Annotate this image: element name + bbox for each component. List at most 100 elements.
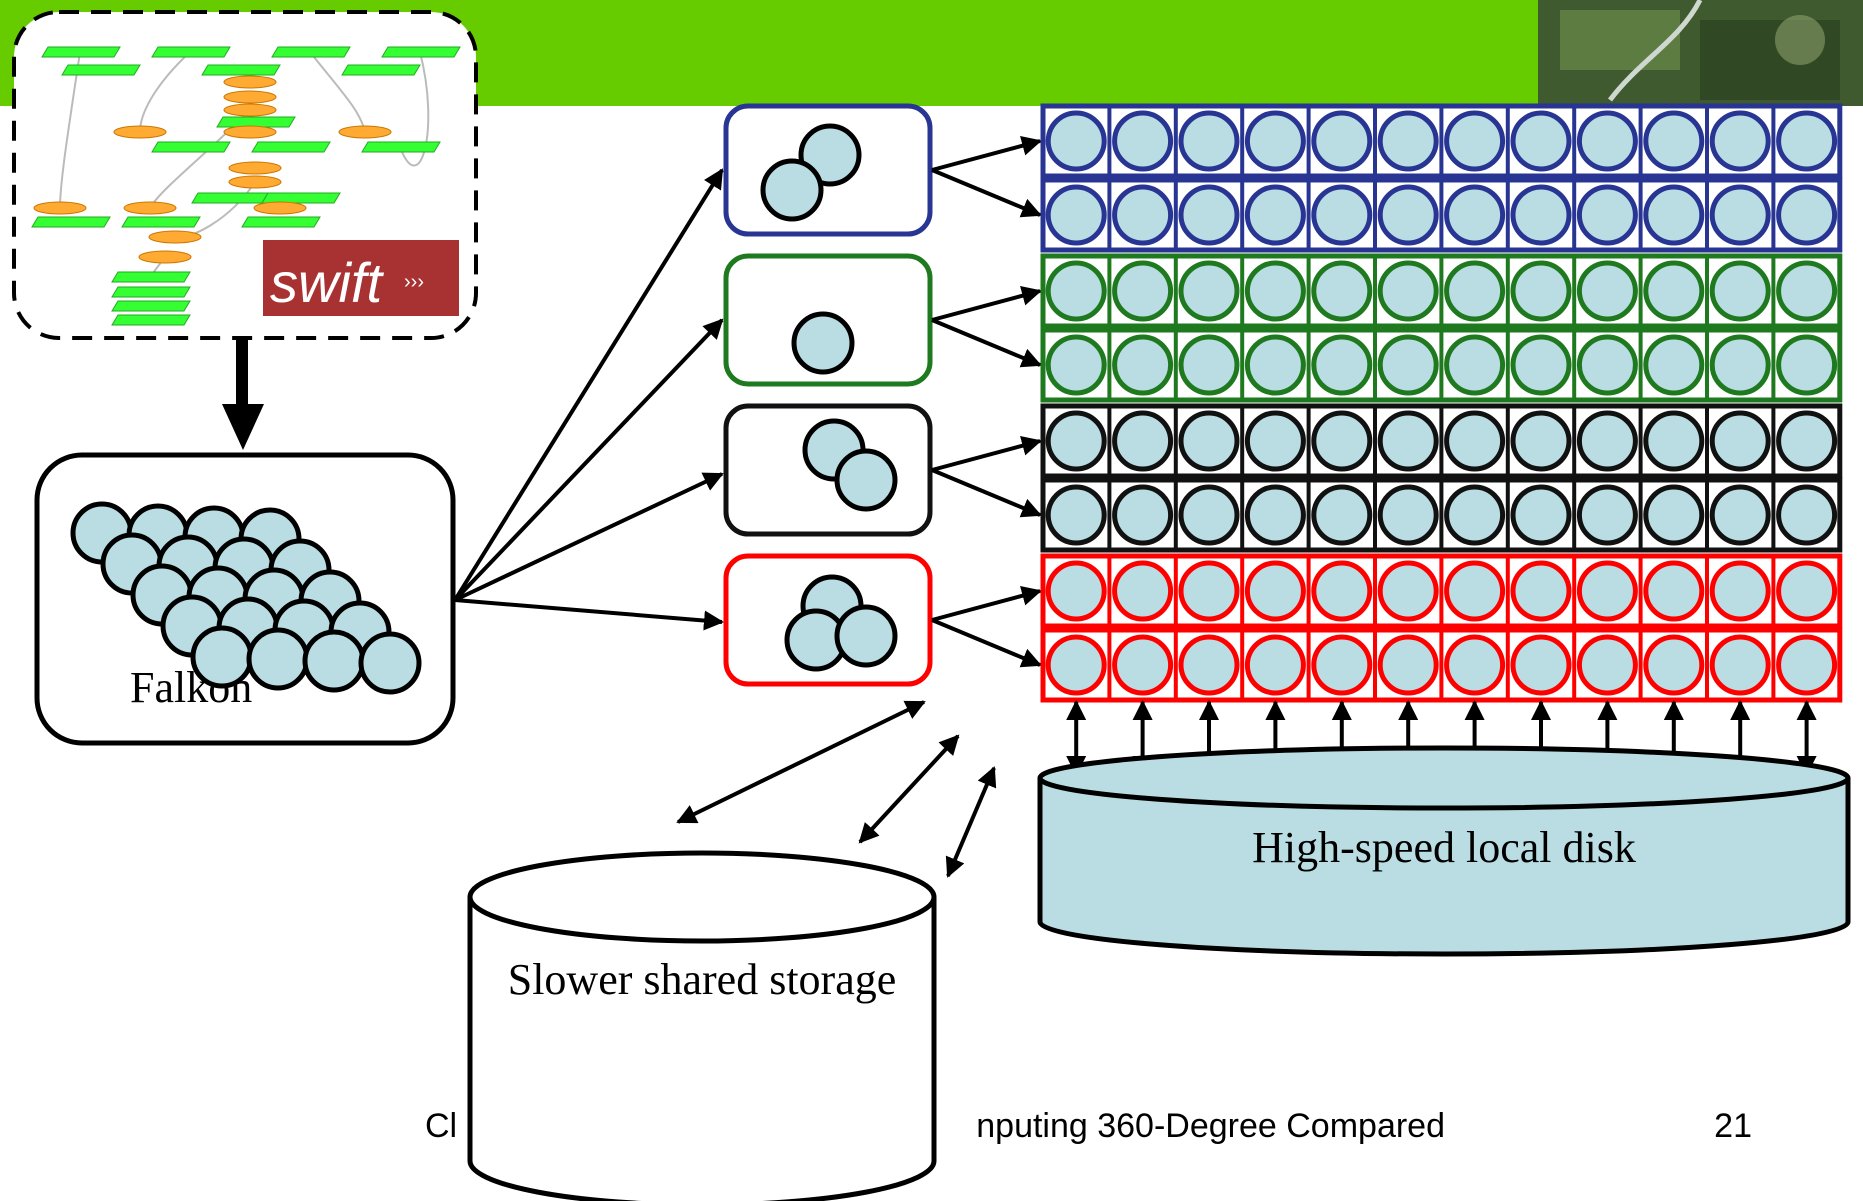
node-core-circle — [1444, 110, 1506, 172]
node-arrow — [931, 586, 1042, 622]
node-core-circle — [1112, 334, 1174, 396]
node-core-circle — [1377, 184, 1439, 246]
workflow-task-node — [121, 216, 201, 228]
node-core-circle — [1178, 110, 1240, 172]
node-core-circle — [1576, 484, 1638, 546]
workflow-task-node — [111, 300, 191, 312]
shared-storage-label: Slower shared storage — [508, 955, 897, 1004]
node-core-circle — [1643, 410, 1705, 472]
node-core-circle — [1045, 560, 1107, 622]
workflow-task-node — [61, 64, 141, 76]
node-core-circle — [1178, 484, 1240, 546]
workflow-data-node — [253, 201, 307, 215]
node-core-circle — [1112, 634, 1174, 696]
workflow-task-node — [361, 141, 441, 153]
workflow-data-node — [223, 75, 277, 89]
node-core-circle — [1510, 410, 1572, 472]
falkon-core-circle — [246, 627, 310, 691]
workflow-task-node — [341, 64, 421, 76]
workflow-task-node — [241, 216, 321, 228]
dispatch-arrow — [453, 318, 724, 602]
node-core-circle — [1510, 484, 1572, 546]
falkon-core-cluster — [70, 501, 422, 695]
node-core-circle — [1311, 334, 1373, 396]
page-number: 21 — [1714, 1107, 1752, 1145]
node-core-circle — [1377, 484, 1439, 546]
node-core-circle — [1311, 560, 1373, 622]
node-arrow — [931, 136, 1042, 172]
node-core-circle — [1643, 110, 1705, 172]
falkon-core-circle — [190, 625, 254, 689]
node-core-circle — [1045, 410, 1107, 472]
executor-core-circle — [834, 604, 898, 668]
node-core-circle — [1311, 484, 1373, 546]
node-core-circle — [1444, 260, 1506, 322]
workflow-data-node — [123, 201, 177, 215]
node-core-circle — [1576, 260, 1638, 322]
workflow-graph-panel: swift ››› — [12, 10, 478, 340]
falkon-core-circle — [358, 631, 422, 695]
node-core-circle — [1045, 110, 1107, 172]
node-core-circle — [1643, 334, 1705, 396]
dispatch-arrow — [454, 472, 724, 602]
node-core-circle — [1244, 184, 1306, 246]
corner-photo — [1538, 0, 1863, 106]
node-core-circle — [1510, 634, 1572, 696]
node-core-circle — [1776, 634, 1838, 696]
node-core-circle — [1776, 184, 1838, 246]
swift-logo-arrows-icon: ››› — [404, 271, 424, 293]
workflow-data-node — [33, 201, 87, 215]
node-core-circle — [1709, 260, 1771, 322]
node-arrow — [931, 468, 1042, 518]
node-core-circle — [1776, 260, 1838, 322]
workflow-data-node — [223, 125, 277, 139]
node-core-circle — [1510, 334, 1572, 396]
node-core-circle — [1377, 560, 1439, 622]
node-core-circle — [1643, 634, 1705, 696]
node-core-circle — [1244, 260, 1306, 322]
node-core-circle — [1244, 410, 1306, 472]
node-core-circle — [1510, 184, 1572, 246]
node-core-circle — [1311, 634, 1373, 696]
node-core-circle — [1643, 184, 1705, 246]
node-core-circle — [1244, 110, 1306, 172]
node-core-circle — [1643, 260, 1705, 322]
workflow-task-node — [251, 141, 331, 153]
dispatch-arrow — [454, 598, 724, 631]
workflow-task-node — [31, 216, 111, 228]
node-core-circle — [1643, 484, 1705, 546]
footer-title-right: nputing 360-Degree Compared — [976, 1107, 1445, 1145]
local-disk-label: High-speed local disk — [1252, 823, 1636, 872]
executor-core-circle — [791, 311, 855, 375]
node-core-circle — [1576, 560, 1638, 622]
node-core-circle — [1045, 484, 1107, 546]
node-core-circle — [1444, 410, 1506, 472]
node-core-circle — [1112, 484, 1174, 546]
node-core-circle — [1112, 560, 1174, 622]
executor-core-circle — [760, 158, 824, 222]
node-core-circle — [1510, 260, 1572, 322]
workflow-task-node — [41, 46, 121, 58]
swift-logo — [263, 240, 459, 316]
node-core-circle — [1178, 634, 1240, 696]
workflow-task-node — [216, 116, 296, 128]
node-arrow — [931, 286, 1042, 322]
node-core-circle — [1244, 560, 1306, 622]
node-core-circle — [1444, 184, 1506, 246]
compute-node-grid — [1040, 103, 1843, 703]
node-core-circle — [1510, 110, 1572, 172]
workflow-task-node — [151, 141, 231, 153]
node-core-circle — [1444, 334, 1506, 396]
workflow-data-node — [138, 250, 192, 264]
node-core-circle — [1178, 560, 1240, 622]
workflow-task-node — [381, 46, 461, 58]
node-core-circle — [1244, 334, 1306, 396]
node-core-circle — [1776, 484, 1838, 546]
workflow-data-node — [223, 90, 277, 104]
workflow-task-node — [111, 271, 191, 283]
executor-core-circle — [834, 448, 898, 512]
node-arrow — [931, 168, 1042, 218]
node-core-circle — [1709, 560, 1771, 622]
node-core-circle — [1311, 410, 1373, 472]
workflow-task-node — [191, 192, 271, 204]
